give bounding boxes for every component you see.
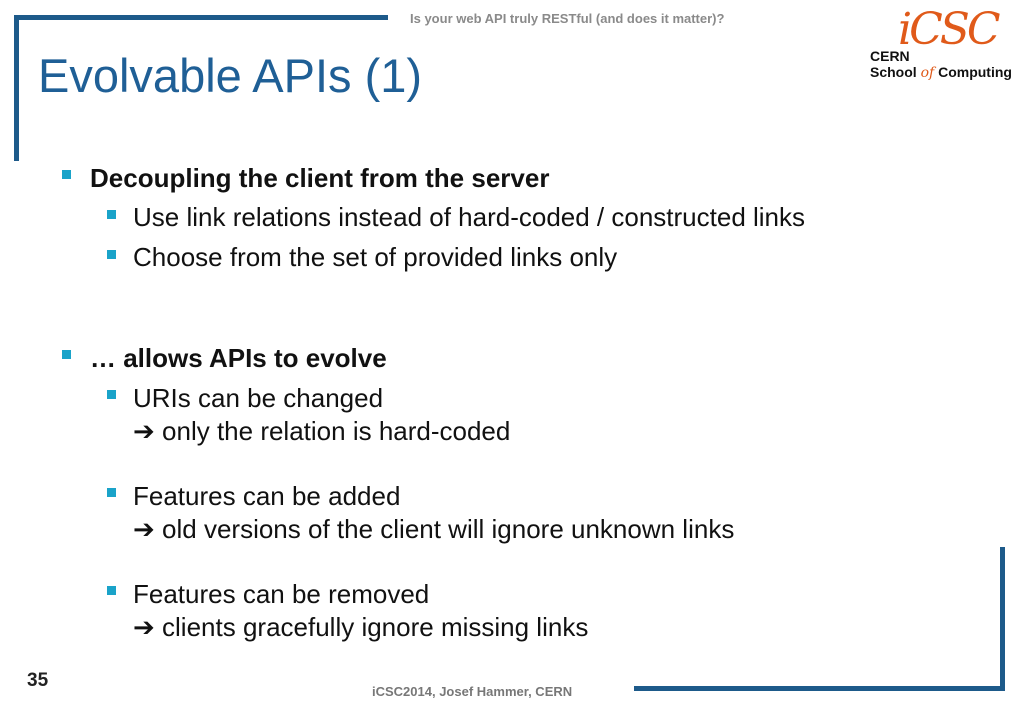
frame-bottom-bar	[634, 686, 1005, 691]
frame-top-bar	[14, 15, 388, 20]
logo-mark-text: iCSC	[898, 4, 1001, 55]
bullet-square-icon	[107, 586, 116, 595]
bullet-square-icon	[62, 350, 71, 359]
slide-title: Evolvable APIs (1)	[38, 49, 423, 102]
bullet-features-added: Features can be added	[133, 481, 401, 511]
frame-right-bar	[1000, 547, 1005, 691]
logo-school-text: School of Computing	[870, 64, 1012, 81]
bullet-uris-changed-detail: ➔ only the relation is hard-coded	[133, 416, 511, 446]
logo-mark: iCSC	[898, 8, 1001, 52]
bullet-decoupling: Decoupling the client from the server	[90, 163, 550, 193]
arrow-right-icon: ➔	[133, 514, 155, 544]
bullet-link-relations: Use link relations instead of hard-coded…	[133, 202, 806, 232]
icsc-logo: iCSC CERN School of Computing	[868, 8, 1018, 88]
bullet-square-icon	[107, 210, 116, 219]
bullet-evolve: … allows APIs to evolve	[90, 343, 387, 373]
arrow-right-icon: ➔	[133, 416, 155, 446]
bullet-features-added-detail: ➔ old versions of the client will ignore…	[133, 514, 735, 544]
frame-left-bar	[14, 15, 19, 161]
page-number: 35	[27, 670, 49, 691]
presentation-title: Is your web API truly RESTful (and does …	[410, 11, 725, 26]
bullet-provided-links: Choose from the set of provided links on…	[133, 242, 618, 272]
bullet-features-removed-detail: ➔ clients gracefully ignore missing link…	[133, 612, 589, 642]
bullet-square-icon	[107, 390, 116, 399]
bullet-uris-changed: URIs can be changed	[133, 383, 384, 413]
bullet-square-icon	[107, 250, 116, 259]
bullet-square-icon	[107, 488, 116, 497]
logo-cern-text: CERN	[870, 48, 910, 64]
bullet-features-removed: Features can be removed	[133, 579, 430, 609]
bullet-square-icon	[62, 170, 71, 179]
footer-credit: iCSC2014, Josef Hammer, CERN	[372, 684, 573, 699]
arrow-right-icon: ➔	[133, 612, 155, 642]
